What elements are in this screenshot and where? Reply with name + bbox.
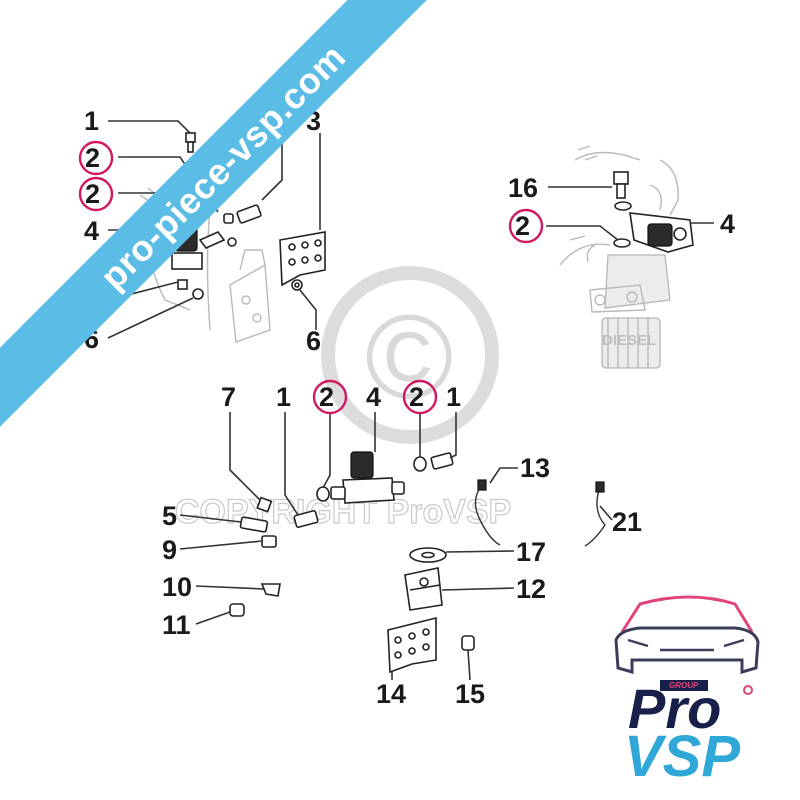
- callout-4: 4: [720, 209, 735, 239]
- callout-7: 7: [221, 382, 236, 412]
- highlight-ring: [312, 379, 348, 415]
- callout-10: 10: [162, 572, 192, 602]
- logo-car-icon: [620, 595, 754, 633]
- highlight-ring: [78, 140, 114, 176]
- callout-1: 1: [276, 382, 291, 412]
- callout-5: 5: [162, 501, 177, 531]
- callout-21: 21: [612, 507, 642, 537]
- callout-1: 1: [446, 382, 461, 412]
- highlight-ring: [508, 208, 544, 244]
- callout-2: 2: [85, 143, 100, 173]
- logo-group-text: GROUP: [669, 681, 699, 690]
- callout-2: 2: [409, 382, 424, 412]
- callout-2: 2: [85, 179, 100, 209]
- callout-9: 9: [162, 535, 177, 565]
- callout-16: 16: [508, 173, 538, 203]
- top-right-assembly: DIESEL: [559, 145, 694, 369]
- callout-11: 11: [162, 610, 191, 640]
- provsp-logo: GROUP Pro VSP: [614, 595, 760, 789]
- callout-6: 6: [306, 326, 321, 356]
- callouts-middle: 7 1 2 4 2 1 5 9 10 11 13 21 17 12 14 15: [162, 379, 642, 709]
- callout-15: 15: [455, 679, 485, 709]
- callout-12: 12: [516, 574, 546, 604]
- callout-4: 4: [366, 382, 381, 412]
- copyright-symbol: ©: [365, 290, 453, 424]
- callout-17: 17: [516, 537, 546, 567]
- callout-4: 4: [84, 216, 99, 246]
- leader-lines-middle: [179, 412, 613, 681]
- logo-vsp-text: VSP: [624, 724, 740, 789]
- callouts-top-left: 1 2 2 4 5 6 1 3 6: [78, 106, 321, 356]
- callout-14: 14: [376, 679, 406, 709]
- callout-1: 1: [84, 106, 99, 136]
- logo-pro-text: Pro: [628, 677, 721, 740]
- middle-exploded-parts: [229, 451, 606, 674]
- highlight-ring: [402, 379, 438, 415]
- callout-13: 13: [520, 453, 550, 483]
- callouts-top-right: 16 2 4: [508, 173, 735, 244]
- filter-label: DIESEL: [602, 332, 656, 349]
- callout-2: 2: [515, 211, 530, 241]
- highlight-ring: [78, 176, 114, 212]
- banner-stripe: [0, 0, 479, 429]
- callout-2: 2: [319, 382, 334, 412]
- leader-lines-top-right: [546, 186, 714, 241]
